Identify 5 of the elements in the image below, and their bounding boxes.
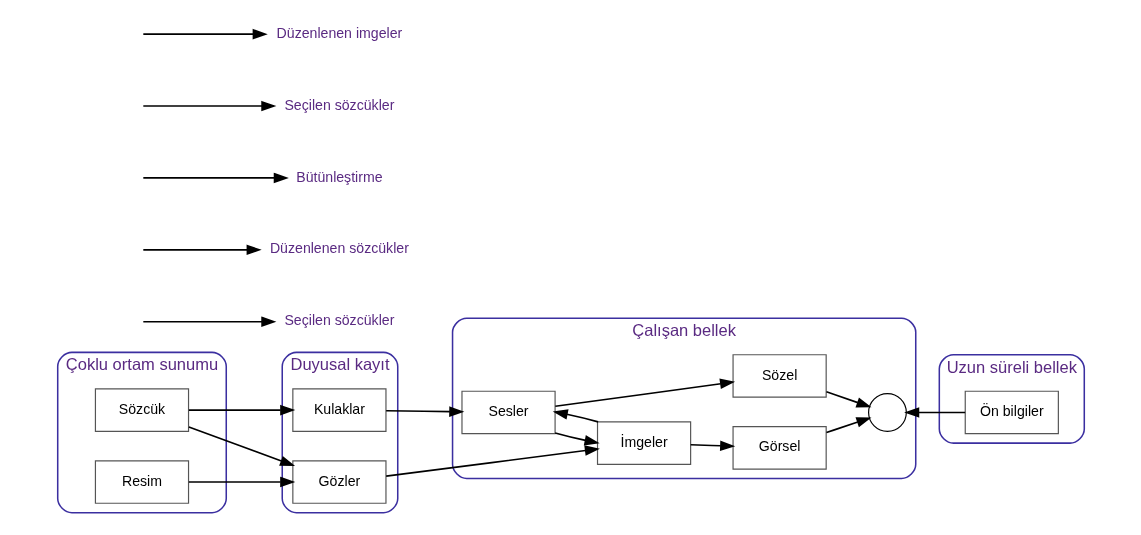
node-text: Düzenlenen sözcükler [269,240,409,257]
node-text: Bütünleştirme [295,168,383,185]
node-text: Seçilen sözcükler [283,96,394,113]
node-text: Seçilen sözcükler [283,312,394,329]
node-text: Düzenlenen imgeler [276,24,402,41]
